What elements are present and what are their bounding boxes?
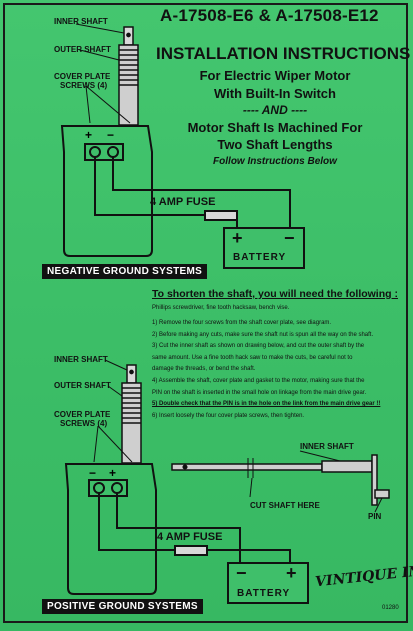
svg-text:−: − [107, 128, 114, 142]
bottom-fuse-label: 4 AMP FUSE [157, 531, 223, 543]
step-line: 5) Double check that the PIN is in the h… [152, 401, 381, 408]
pin-label: PIN [368, 512, 382, 521]
detail-inner-shaft-label: INNER SHAFT [300, 442, 354, 451]
subtitle-line-1: For Electric Wiper Motor [199, 68, 351, 83]
top-outer-shaft-label: OUTER SHAFT [54, 45, 111, 54]
cut-shaft-here-label: CUT SHAFT HERE [250, 501, 320, 510]
shorten-shaft-heading: To shorten the shaft, you will need the … [152, 288, 398, 300]
svg-text:−: − [89, 466, 96, 480]
detail-leaders [249, 450, 383, 513]
bottom-screws-label: SCREWS (4) [60, 419, 108, 428]
top-motor-shaft [118, 26, 139, 126]
part-number-title: A-17508-E6 & A-17508-E12 [160, 6, 379, 25]
and-divider: ---- AND ---- [242, 103, 308, 117]
top-leader-lines [75, 23, 131, 124]
shaft-detail-drawing [171, 454, 390, 506]
top-wiring [94, 157, 305, 269]
bottom-motor-shaft [121, 364, 142, 464]
top-fuse-label: 4 AMP FUSE [150, 196, 216, 208]
positive-ground-banner: POSITIVE GROUND SYSTEMS [42, 599, 203, 614]
tools-needed: Phillips screwdriver, fine tooth hacksaw… [152, 305, 290, 311]
document-code: 01280 [382, 605, 399, 611]
bottom-battery-minus: − [236, 563, 247, 583]
bottom-inner-shaft-label: INNER SHAFT [54, 355, 108, 364]
svg-text:+: + [109, 466, 116, 480]
subtitle-line-4: Motor Shaft Is Machined For [187, 120, 363, 135]
page-border [3, 3, 408, 623]
follow-instructions: Follow Instructions Below [213, 156, 337, 167]
step-line: 1) Remove the four screws from the shaft… [152, 320, 332, 326]
top-battery-plus: + [232, 228, 243, 248]
bottom-outer-shaft-label: OUTER SHAFT [54, 381, 111, 390]
subtitle-line-5: Two Shaft Lengths [217, 137, 333, 152]
top-battery-label: BATTERY [233, 252, 287, 263]
bottom-leader-lines [93, 359, 133, 463]
top-inner-shaft-label: INNER SHAFT [54, 17, 108, 26]
step-line: 3) Cut the inner shaft as shown on drawi… [152, 343, 365, 350]
top-motor-body [60, 125, 153, 257]
instruction-steps: 1) Remove the four screws from the shaft… [152, 318, 402, 422]
installation-heading: INSTALLATION INSTRUCTIONS [156, 44, 411, 63]
bottom-wiring [98, 493, 309, 604]
step-line: PIN on the shaft is inserted in the smal… [152, 389, 367, 396]
negative-ground-banner: NEGATIVE GROUND SYSTEMS [42, 264, 208, 279]
step-line: 4) Assemble the shaft, cover plate and g… [152, 377, 365, 384]
bottom-cover-plate-label: COVER PLATE [54, 410, 111, 419]
step-line: same amount. Use a fine tooth hack saw t… [152, 354, 353, 361]
bottom-battery-label: BATTERY [237, 588, 291, 599]
step-line: 6) Insert loosely the four cover plate s… [152, 412, 305, 419]
step-line: 2) Before making any cuts, make sure the… [152, 331, 374, 338]
svg-text:+: + [85, 128, 92, 142]
bottom-motor-body [64, 463, 157, 595]
bottom-battery-plus: + [286, 563, 297, 583]
top-cover-plate-label: COVER PLATE [54, 72, 111, 81]
subtitle-line-2: With Built-In Switch [214, 86, 336, 101]
top-battery-minus: − [284, 228, 295, 248]
step-line: damage the threads, or bend the shaft. [152, 366, 256, 373]
top-screws-label: SCREWS (4) [60, 81, 108, 90]
